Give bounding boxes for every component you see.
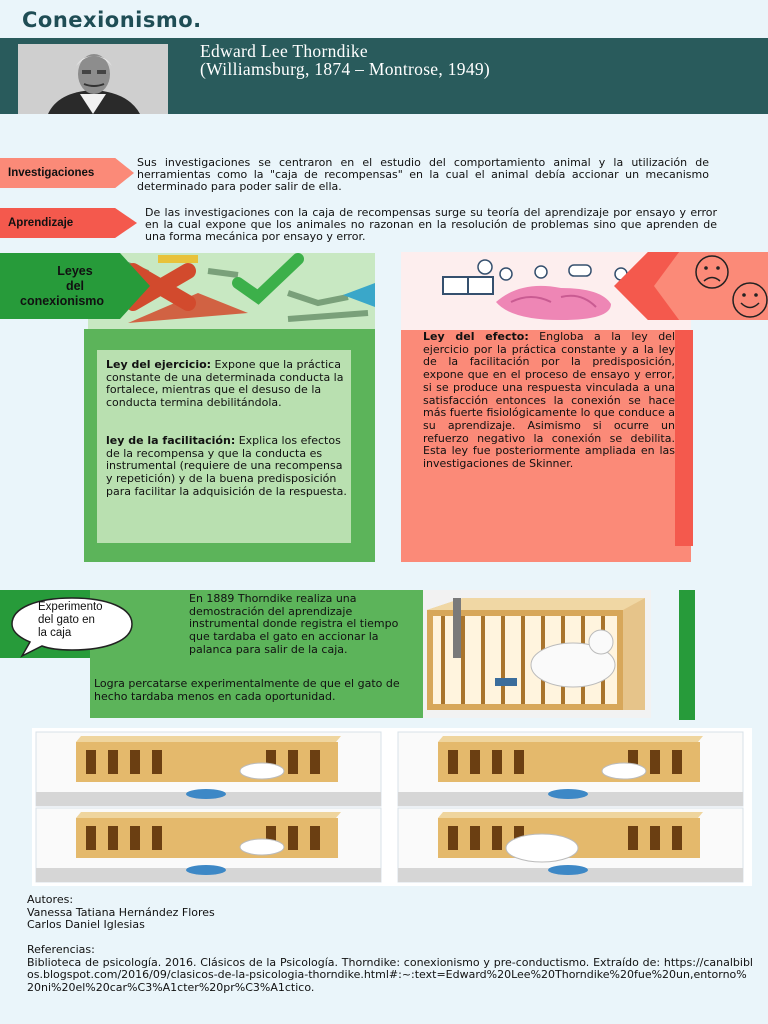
authors-block: Autores: Vanessa Tatiana Hernández Flore…	[27, 893, 427, 932]
ley-facilitacion-title: ley de la facilitación:	[106, 434, 236, 447]
author-name: Vanessa Tatiana Hernández Flores	[27, 905, 215, 919]
aprendizaje-text: De las investigaciones con la caja de re…	[145, 206, 717, 243]
sad-face-icon	[695, 255, 729, 289]
happy-face-icon	[732, 282, 768, 318]
cage-sequence-drawing	[35, 731, 744, 883]
laws-heading: Leyes del conexionismo	[18, 264, 148, 309]
experiment-bubble-text: Experimento del gato en la caja	[38, 601, 103, 640]
header-text: Edward Lee Thorndike (Williamsburg, 1874…	[200, 42, 490, 78]
laws-heading-line-3: conexionismo	[20, 294, 105, 308]
bubble-line-2: del gato en	[38, 614, 95, 626]
references-text: Biblioteca de psicología. 2016. Clásicos…	[27, 955, 753, 995]
ley-facilitacion: ley de la facilitación: Explica los efec…	[106, 434, 352, 499]
bubble-line-3: la caja	[38, 627, 72, 639]
tag-aprendizaje: Aprendizaje	[0, 208, 137, 238]
investigaciones-text: Sus investigaciones se centraron en el e…	[137, 156, 709, 193]
tag-aprendizaje-label: Aprendizaje	[8, 217, 74, 229]
smiley-icons	[695, 255, 768, 318]
laws-heading-line-2: del	[65, 279, 85, 293]
thorndike-dates: (Williamsburg, 1874 – Montrose, 1949)	[200, 59, 491, 79]
authors-label: Autores:	[27, 893, 74, 906]
laws-heading-arrow	[0, 253, 150, 319]
ley-efecto-title: Ley del efecto:	[423, 330, 529, 343]
ley-efecto-text: Engloba a la ley del ejercicio por la pr…	[423, 330, 675, 471]
experiment-text-1: En 1889 Thorndike realiza una demostraci…	[189, 592, 399, 656]
experiment-green-box	[90, 590, 423, 718]
effect-panel	[401, 330, 691, 562]
effect-red-strip	[675, 330, 693, 546]
ley-facilitacion-text: Explica los efectos de la recompensa y q…	[106, 434, 347, 498]
ley-ejercicio: Ley del ejercicio: Expone que la práctic…	[106, 358, 352, 410]
tag-investigaciones: Investigaciones	[0, 158, 134, 188]
experiment-right-strip	[679, 590, 695, 720]
thorndike-name: Edward Lee Thorndike	[200, 41, 368, 61]
effect-arrow-inner	[654, 252, 768, 320]
laws-inner-box	[97, 350, 351, 543]
experiment-text-2: Logra percatarse experimentalmente de qu…	[94, 677, 400, 703]
thorndike-portrait	[18, 44, 168, 114]
bubble-line-1: Experimento	[38, 601, 103, 613]
speech-bubble	[11, 597, 133, 658]
laws-heading-line-1: Leyes	[57, 264, 93, 278]
references-block: Referencias: Biblioteca de psicología. 2…	[27, 943, 753, 995]
tag-investigaciones-label: Investigaciones	[8, 167, 95, 179]
author-name: Carlos Daniel Iglesias	[27, 918, 145, 932]
cat-box-photo	[423, 590, 651, 718]
references-label: Referencias:	[27, 943, 95, 956]
page-title: Conexionismo.	[22, 8, 202, 32]
ley-ejercicio-text: Expone que la práctica constante de una …	[106, 358, 344, 410]
ley-efecto: Ley del efecto: Engloba a la ley del eje…	[423, 330, 675, 471]
ley-ejercicio-title: Ley del ejercicio:	[106, 358, 212, 371]
